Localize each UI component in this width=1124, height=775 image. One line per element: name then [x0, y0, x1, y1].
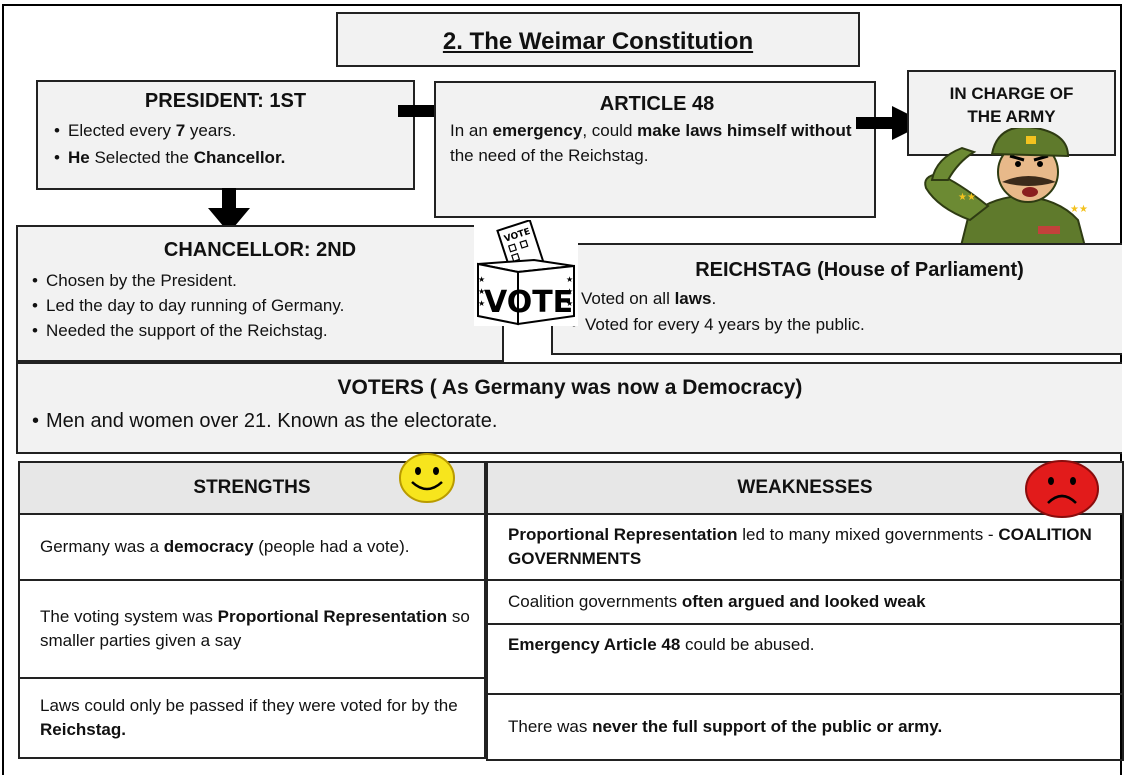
chancellor-box: CHANCELLOR: 2ND Chosen by the President.… [16, 225, 504, 362]
svg-text:★★: ★★ [958, 192, 976, 203]
reichstag-heading: REICHSTAG (House of Parliament) [695, 259, 1024, 281]
reichstag-list: Voted on all laws. Voted for every 4 yea… [567, 286, 1112, 338]
svg-text:★: ★ [566, 299, 573, 308]
president-list: Elected every 7 years. He Selected the C… [50, 117, 401, 171]
article48-box: ARTICLE 48 In an emergency, could make l… [434, 81, 876, 218]
voters-box: VOTERS ( As Germany was now a Democracy)… [16, 362, 1122, 454]
voters-item: Men and women over 21. Known as the elec… [28, 408, 1112, 434]
soldier-saluting-icon: ★★ ★★ [924, 128, 1090, 258]
weakness-row: There was never the full support of the … [486, 693, 1124, 761]
title-box: 2. The Weimar Constitution [336, 12, 860, 67]
weaknesses-header: WEAKNESSES [486, 461, 1124, 515]
voters-list: Men and women over 21. Known as the elec… [28, 408, 1112, 434]
svg-text:★: ★ [566, 275, 573, 284]
ballot-box-icon: VOTE VOTE ★ ★ ★ ★ ★ ★ [474, 220, 578, 326]
chancellor-item: Led the day to day running of Germany. [28, 293, 492, 318]
weakness-row: Coalition governments often argued and l… [486, 579, 1124, 625]
svg-text:★: ★ [478, 275, 485, 284]
article48-text: In an emergency, could make laws himself… [450, 121, 852, 165]
reichstag-item-1: Voted on all laws. [563, 286, 1112, 312]
svg-text:★: ★ [566, 287, 573, 296]
strength-row: Laws could only be passed if they were v… [18, 677, 486, 759]
svg-text:★: ★ [478, 299, 485, 308]
strength-row: The voting system was Proportional Repre… [18, 579, 486, 679]
strength-row: Germany was a democracy (people had a vo… [18, 513, 486, 581]
army-line-1: IN CHARGE OF [949, 84, 1074, 103]
president-item-2: He Selected the Chancellor. [50, 144, 401, 171]
weaknesses-table: WEAKNESSES Proportional Representation l… [486, 461, 1124, 761]
reichstag-box: REICHSTAG (House of Parliament) Voted on… [551, 243, 1122, 355]
president-item-1: Elected every 7 years. [50, 117, 401, 144]
weakness-row: Proportional Representation led to many … [486, 513, 1124, 581]
sad-face-icon [1025, 460, 1099, 518]
arrow-down-icon [208, 188, 250, 233]
president-box: PRESIDENT: 1ST Elected every 7 years. He… [36, 80, 415, 190]
svg-text:★: ★ [478, 287, 485, 296]
chancellor-item: Needed the support of the Reichstag. [28, 318, 492, 343]
happy-face-icon [399, 453, 455, 503]
chancellor-item: Chosen by the President. [28, 268, 492, 293]
page-title: 2. The Weimar Constitution [442, 28, 754, 55]
chancellor-heading: CHANCELLOR: 2ND [163, 239, 357, 261]
army-line-2: THE ARMY [967, 107, 1056, 126]
ballot-box-label: VOTE [484, 285, 573, 320]
reichstag-item-2: Voted for every 4 years by the public. [567, 312, 1112, 338]
svg-text:★★: ★★ [1070, 204, 1088, 215]
chancellor-list: Chosen by the President. Led the day to … [28, 268, 492, 343]
president-heading: PRESIDENT: 1ST [144, 90, 307, 112]
voters-heading: VOTERS ( As Germany was now a Democracy) [337, 376, 803, 399]
article48-heading: ARTICLE 48 [599, 93, 715, 115]
strengths-table: STRENGTHS Germany was a democracy (peopl… [18, 461, 486, 759]
weakness-row: Emergency Article 48 could be abused. [486, 623, 1124, 695]
